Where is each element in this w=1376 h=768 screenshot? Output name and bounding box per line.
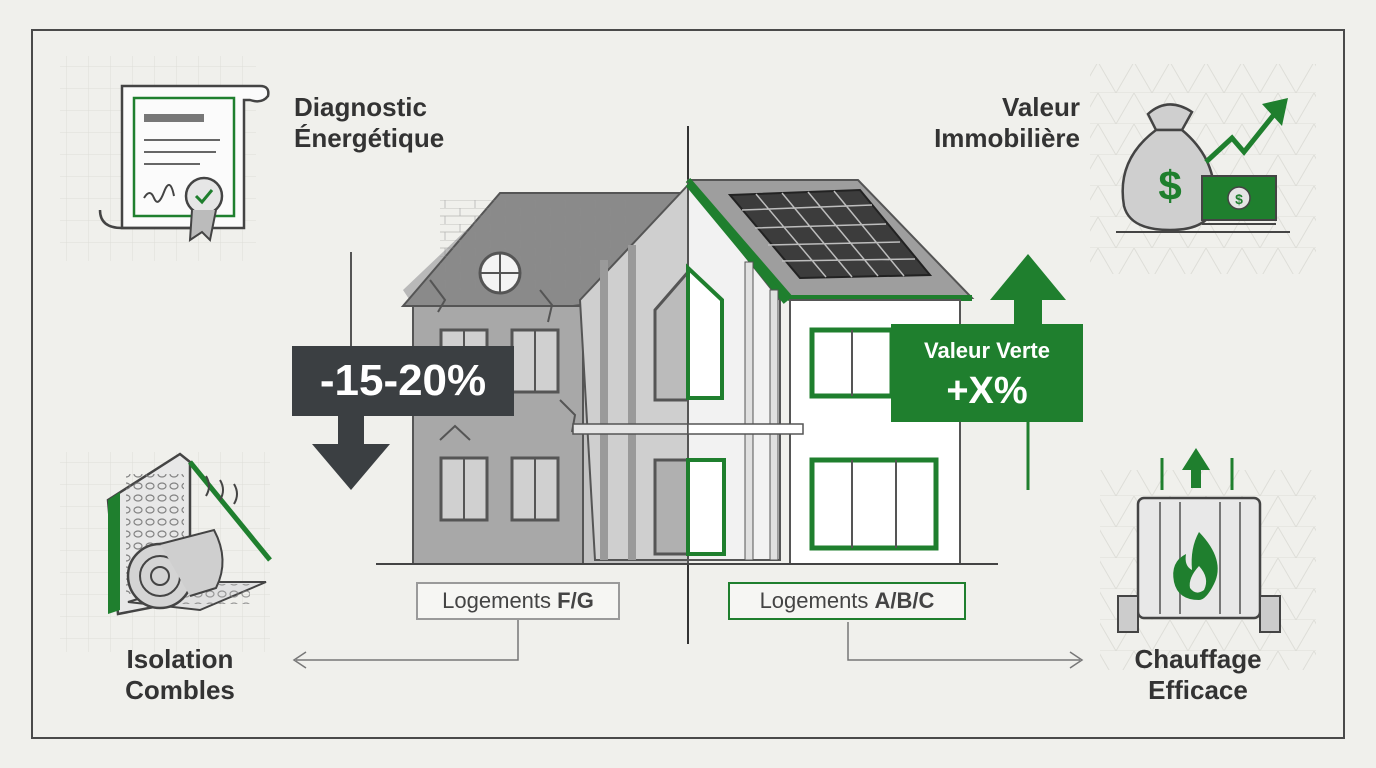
label-line: Immobilière — [934, 123, 1080, 153]
tag-logements-abc: Logements A/B/C — [728, 582, 966, 620]
svg-text:$: $ — [1235, 191, 1243, 207]
tag-prefix: Logements — [759, 588, 875, 613]
label-line: Énergétique — [294, 123, 445, 153]
connector-line-left — [296, 620, 519, 661]
label-line: Isolation — [126, 644, 234, 674]
label-line: Valeur — [1001, 92, 1080, 122]
tag-classes: F/G — [557, 588, 594, 613]
connector-line-right — [847, 622, 1080, 661]
renovated-house-half — [685, 178, 998, 565]
diagnostic-energetique-label: Diagnostic Énergétique — [294, 92, 444, 154]
radiator-flame-icon — [1117, 448, 1281, 633]
insulation-roll-icon — [106, 452, 272, 616]
isolation-combles-label: Isolation Combles — [100, 644, 260, 706]
label-line: Chauffage — [1134, 644, 1262, 674]
solar-panel-icon — [727, 188, 933, 280]
up-arrow-icon — [990, 254, 1066, 490]
label-line: Combles — [125, 675, 235, 705]
green-value-amount: +X% — [946, 370, 1028, 412]
certificate-icon — [98, 84, 270, 243]
tag-classes: A/B/C — [874, 588, 935, 613]
down-arrow-icon — [312, 252, 390, 490]
valeur-immobiliere-label: Valeur Immobilière — [880, 92, 1080, 154]
label-line: Diagnostic — [294, 92, 427, 122]
green-value-badge: Valeur Verte +X% — [891, 324, 1083, 422]
money-bag-growth-icon: $ $ — [1116, 98, 1290, 233]
green-value-title: Valeur Verte — [924, 338, 1050, 363]
chauffage-efficace-label: Chauffage Efficace — [1110, 644, 1286, 706]
tag-prefix: Logements — [442, 588, 558, 613]
outer-frame — [31, 29, 1345, 739]
tag-logements-fg: Logements F/G — [416, 582, 620, 620]
decrease-badge: -15-20% — [292, 346, 514, 416]
label-line: Efficace — [1148, 675, 1248, 705]
svg-text:$: $ — [1158, 162, 1181, 209]
